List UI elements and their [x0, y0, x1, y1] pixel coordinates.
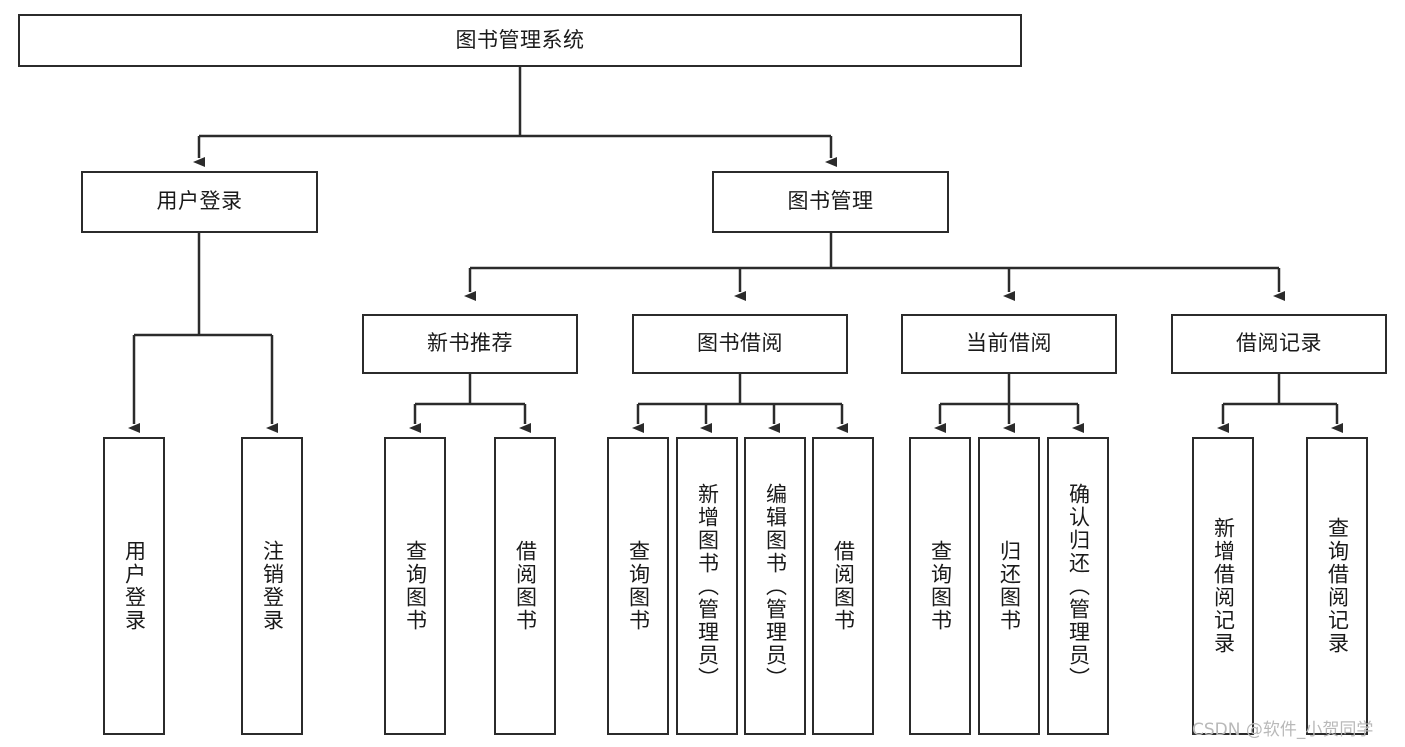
node-borrow-record-label: 借阅记录 — [1236, 331, 1322, 356]
leaf-logout-login[interactable]: 注销登录 — [241, 437, 303, 735]
root-connectors — [193, 67, 837, 167]
node-root-label: 图书管理系统 — [455, 27, 585, 52]
leaf-confirm-return[interactable]: 确认归还（管理员） — [1047, 437, 1109, 735]
node-user-login-label: 用户登录 — [156, 189, 243, 214]
leaf-user-login[interactable]: 用户登录 — [103, 437, 165, 735]
leaf-add-book-label: 新增图书（管理员） — [695, 482, 720, 690]
leaf-borrow-book-1-label: 借阅图书 — [513, 540, 538, 632]
leaf-edit-book[interactable]: 编辑图书（管理员） — [744, 437, 806, 735]
leaf-query-book-2[interactable]: 查询图书 — [607, 437, 669, 735]
node-current-borrow[interactable]: 当前借阅 — [901, 314, 1117, 374]
leaf-query-book-3-label: 查询图书 — [928, 540, 953, 632]
leaf-add-record-label: 新增借阅记录 — [1211, 517, 1236, 655]
node-new-book-recommend[interactable]: 新书推荐 — [362, 314, 578, 374]
node-root[interactable]: 图书管理系统 — [18, 14, 1022, 67]
leaf-add-book[interactable]: 新增图书（管理员） — [676, 437, 738, 735]
leaf-query-book-2-label: 查询图书 — [626, 540, 651, 632]
node-book-manage-label: 图书管理 — [787, 189, 874, 214]
leaf-user-login-label: 用户登录 — [122, 540, 147, 632]
leaf-query-book-1-label: 查询图书 — [403, 540, 428, 632]
leaf-query-book-3[interactable]: 查询图书 — [909, 437, 971, 735]
node-book-borrow[interactable]: 图书借阅 — [632, 314, 848, 374]
leaf-borrow-book-2[interactable]: 借阅图书 — [812, 437, 874, 735]
node-book-borrow-label: 图书借阅 — [697, 331, 783, 356]
new-book-recommend-connectors — [409, 374, 531, 433]
leaf-return-book[interactable]: 归还图书 — [978, 437, 1040, 735]
leaf-logout-login-label: 注销登录 — [260, 540, 285, 632]
borrow-record-connectors — [1217, 374, 1343, 433]
user-login-connectors — [128, 233, 278, 433]
node-new-book-recommend-label: 新书推荐 — [427, 331, 513, 356]
book-borrow-connectors — [632, 374, 848, 433]
node-user-login[interactable]: 用户登录 — [81, 171, 318, 233]
leaf-borrow-book-2-label: 借阅图书 — [831, 540, 856, 632]
leaf-confirm-return-label: 确认归还（管理员） — [1066, 482, 1091, 690]
leaf-query-record-label: 查询借阅记录 — [1325, 517, 1350, 655]
node-borrow-record[interactable]: 借阅记录 — [1171, 314, 1387, 374]
book-manage-connectors — [464, 233, 1285, 301]
leaf-edit-book-label: 编辑图书（管理员） — [763, 482, 788, 690]
node-book-manage[interactable]: 图书管理 — [712, 171, 949, 233]
leaf-add-record[interactable]: 新增借阅记录 — [1192, 437, 1254, 735]
leaf-borrow-book-1[interactable]: 借阅图书 — [494, 437, 556, 735]
leaf-query-book-1[interactable]: 查询图书 — [384, 437, 446, 735]
leaf-return-book-label: 归还图书 — [997, 540, 1022, 632]
current-borrow-connectors — [934, 374, 1084, 433]
leaf-query-record[interactable]: 查询借阅记录 — [1306, 437, 1368, 735]
node-current-borrow-label: 当前借阅 — [966, 331, 1052, 356]
